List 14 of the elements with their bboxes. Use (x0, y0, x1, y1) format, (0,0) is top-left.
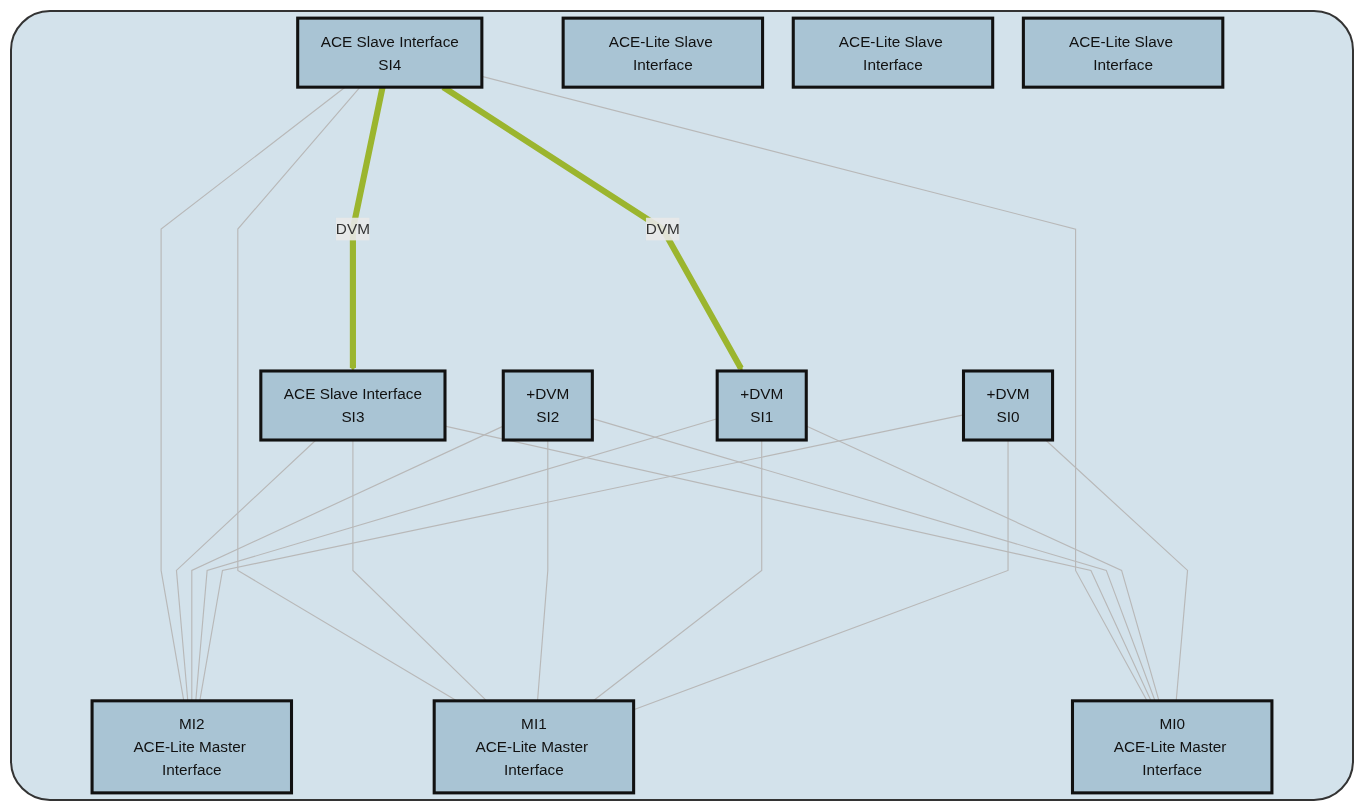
node-box (1070, 699, 1274, 795)
node-box (561, 16, 765, 89)
node-box (432, 699, 636, 795)
node-box (259, 369, 447, 442)
interconnect-panel: DVM DVM ACE Slave Interface SI4 ACE Slave Interface SI3 ACE-Lite Slave Interface +DVM SI2 ACE-Lite Slave Interface +DVM SI1 ACE-Lite Slave Interface +DVM SI0 MI2 ACE-Lite Master Interface MI1 ACE-Lite Master Interface MI0 ACE-Lite Master Interface (10, 10, 1354, 801)
node-box (296, 16, 484, 89)
node-box (501, 369, 594, 442)
node-box (90, 699, 294, 795)
node-box (961, 369, 1055, 442)
node-box (715, 369, 808, 442)
node-box (1021, 16, 1225, 89)
edge-label: DVM (645, 220, 680, 238)
node-box (791, 16, 995, 89)
edge-label: DVM (335, 220, 370, 238)
